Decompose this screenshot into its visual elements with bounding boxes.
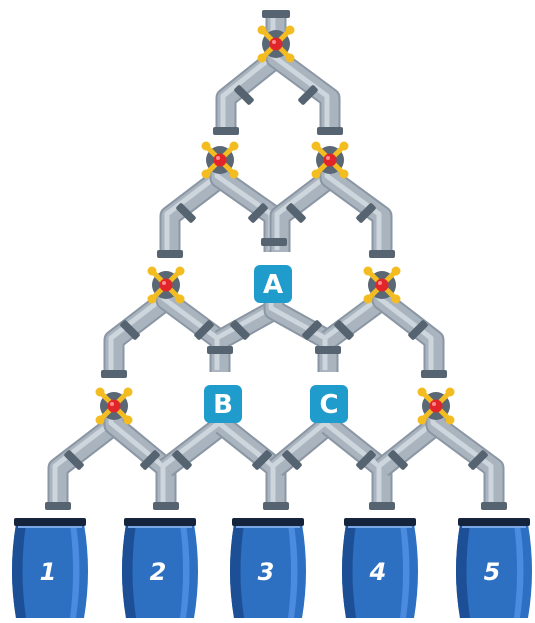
pipe-elbow-collar-10 <box>334 320 354 340</box>
barrel-3-body <box>230 524 306 618</box>
barrel-3-label: 3 <box>258 558 275 586</box>
barrel-1: 1 <box>12 518 88 618</box>
barrel-5: 5 <box>456 518 532 618</box>
barrel-4-body <box>342 524 418 618</box>
pipe-coupling-6 <box>101 370 127 378</box>
pipe-elbow-collar-13 <box>140 450 160 470</box>
pipe-coupling-5 <box>261 238 287 246</box>
barrel-2-rim <box>124 518 196 526</box>
valve-row3-left-icon[interactable] <box>147 266 185 304</box>
pipe-elbow-collar-8 <box>230 320 250 340</box>
pipe-elbow-collar-17 <box>356 450 376 470</box>
junction-b-box <box>204 385 242 423</box>
barrel-3: 3 <box>230 518 306 618</box>
pipe-coupling-9 <box>315 346 341 354</box>
barrel-3-rim <box>232 518 304 526</box>
pipe-elbow-collar-9 <box>302 320 322 340</box>
pipe-elbow-collar-3 <box>248 203 268 223</box>
pipe-coupling-0 <box>262 10 290 18</box>
valve-row4-left-icon[interactable] <box>95 387 133 425</box>
pipe-elbow-collar-6 <box>120 320 140 340</box>
pipe-coupling-11 <box>153 502 179 510</box>
valves <box>95 25 455 425</box>
valve-row2-right-icon[interactable] <box>311 141 349 179</box>
pipe-elbow-collar-12 <box>64 450 84 470</box>
barrel-5-body <box>456 524 532 618</box>
barrel-1-body <box>12 524 88 618</box>
barrel-1-rim <box>14 518 86 526</box>
pipe-coupling-4 <box>369 250 395 258</box>
barrel-5-label: 5 <box>484 558 501 586</box>
pipe-elbow-collar-16 <box>282 450 302 470</box>
pipe-segment-highlight-16 <box>271 421 327 468</box>
pipe-elbow-collar-5 <box>356 203 376 223</box>
pipe-couplings <box>45 10 507 510</box>
pipe-segment-16 <box>270 418 334 475</box>
barrel-5-rim <box>458 518 530 526</box>
pipe-elbow-collar-15 <box>252 450 272 470</box>
pipe-coupling-13 <box>369 502 395 510</box>
barrel-2-body <box>122 524 198 618</box>
pipe-segment-highlight-14 <box>161 421 221 468</box>
pipe-elbow-collar-4 <box>286 203 306 223</box>
pipe-segment-17 <box>322 418 391 506</box>
pipe-segment-7 <box>157 285 229 372</box>
junction-c-box <box>310 385 348 423</box>
junction-b: B <box>204 385 242 423</box>
pipe-elbow-collar-2 <box>176 203 196 223</box>
pipe-coupling-2 <box>317 127 343 135</box>
pipe-elbow-collar-18 <box>388 450 408 470</box>
pipe-elbow-collar-11 <box>408 320 428 340</box>
pipe-coupling-7 <box>421 370 447 378</box>
pipe-coupling-14 <box>481 502 507 510</box>
junction-c: C <box>310 385 348 423</box>
pipe-coupling-3 <box>157 250 183 258</box>
barrels: 1 2 3 4 5 <box>12 518 532 618</box>
valve-row2-left-icon[interactable] <box>201 141 239 179</box>
valve-top-icon[interactable] <box>257 25 295 63</box>
pipe-coupling-8 <box>207 346 233 354</box>
pipe-segment-15 <box>216 418 285 506</box>
pipe-coupling-10 <box>45 502 71 510</box>
barrel-4: 4 <box>342 518 418 618</box>
junction-labels: A B C <box>204 265 348 423</box>
barrel-2-label: 2 <box>150 558 167 586</box>
barrel-4-rim <box>344 518 416 526</box>
junction-a: A <box>254 265 292 303</box>
pipe-coupling-12 <box>263 502 289 510</box>
junction-c-label: C <box>319 390 338 420</box>
pipe-coupling-1 <box>213 127 239 135</box>
junction-b-label: B <box>213 390 233 420</box>
junction-a-label: A <box>263 270 283 300</box>
barrel-1-label: 1 <box>40 558 57 586</box>
valve-row4-right-icon[interactable] <box>417 387 455 425</box>
pipe-elbow-collar-1 <box>298 85 318 105</box>
barrel-4-label: 4 <box>369 558 387 586</box>
valve-row3-right-icon[interactable] <box>363 266 401 304</box>
pipe-elbow-collar-19 <box>468 450 488 470</box>
junction-a-box <box>254 265 292 303</box>
pipe-segment-11 <box>373 285 443 372</box>
pipe-segment-14 <box>160 418 228 475</box>
pipe-elbow-collar-14 <box>172 450 192 470</box>
barrel-2: 2 <box>122 518 198 618</box>
pipe-elbow-collar-7 <box>194 320 214 340</box>
pipe-elbow-collar-0 <box>234 85 254 105</box>
pipe-network <box>47 12 505 506</box>
